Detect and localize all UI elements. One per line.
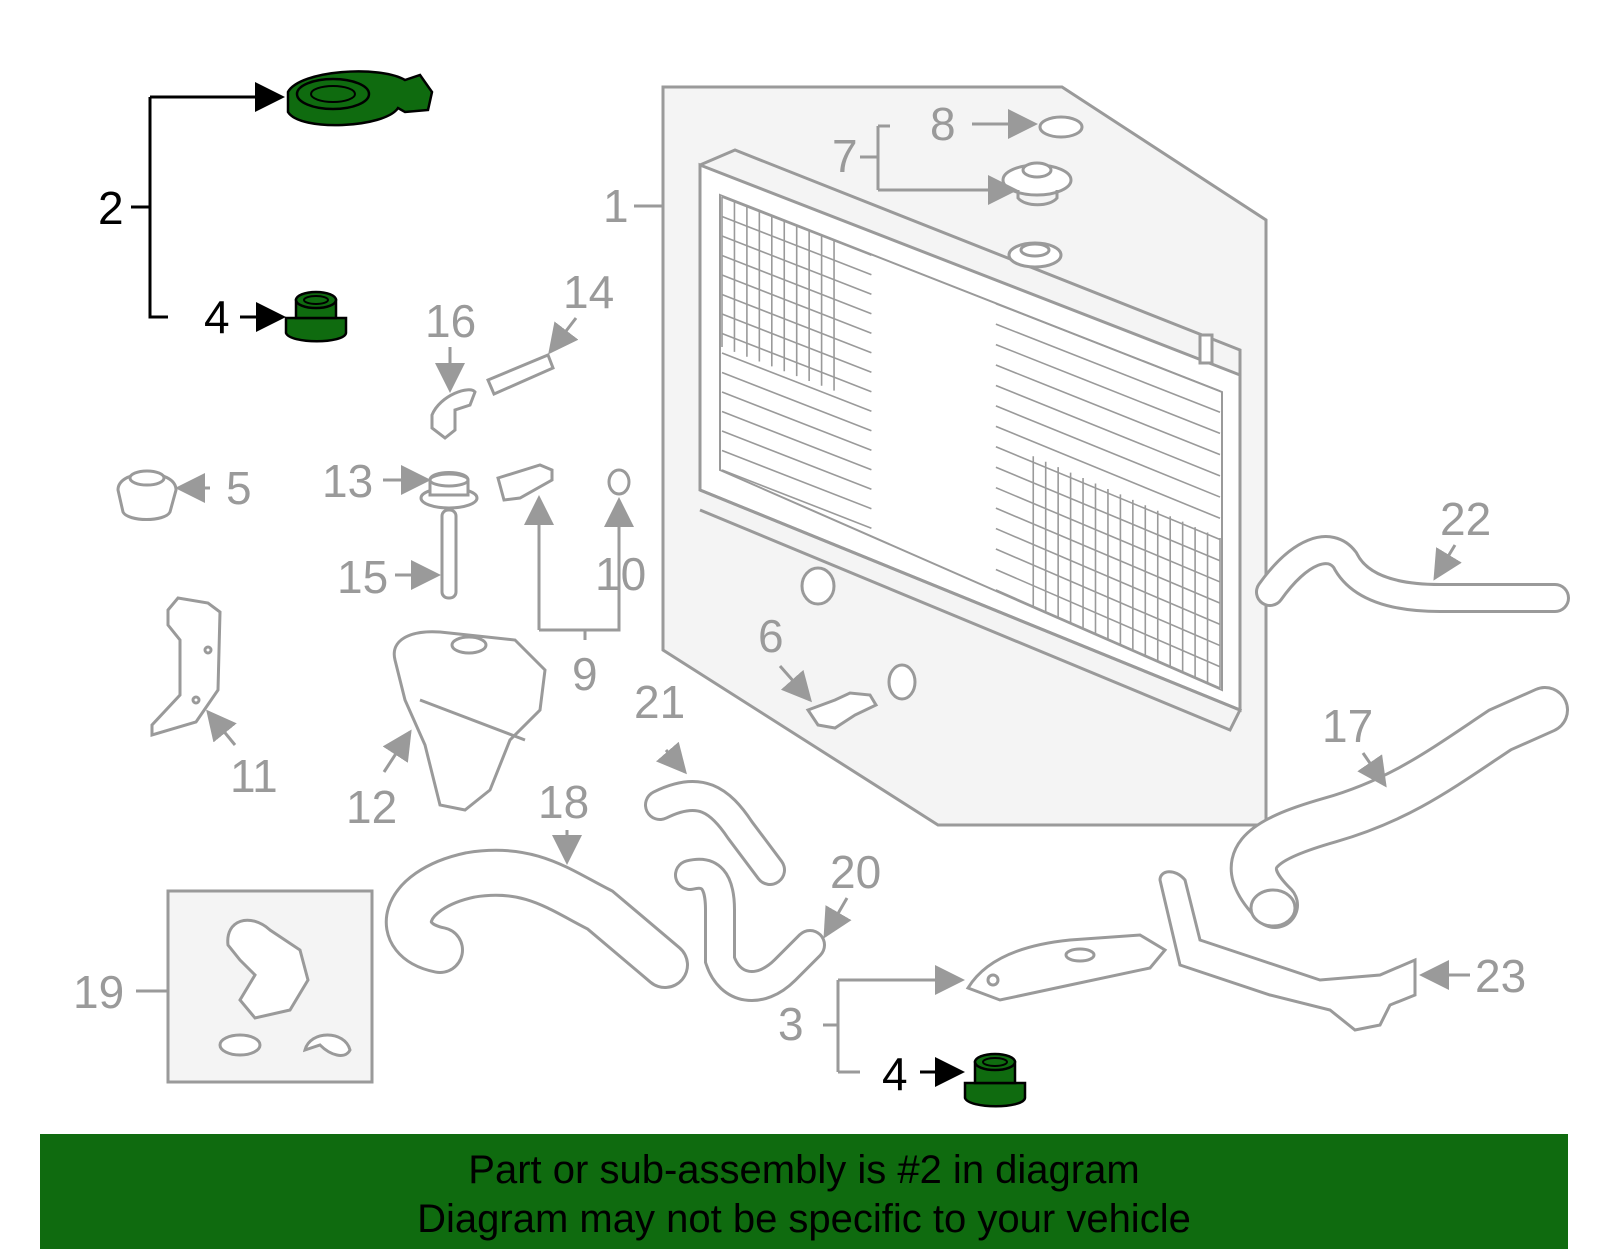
highlight-leader-lines xyxy=(131,82,965,1087)
part-16-fitting[interactable] xyxy=(430,388,477,440)
callout-8[interactable]: 8 xyxy=(930,98,956,150)
callout-11[interactable]: 11 xyxy=(230,750,278,802)
radiator-tube xyxy=(721,469,872,529)
radiator-tube xyxy=(995,302,1221,392)
radiator-tube xyxy=(995,425,1221,520)
radiator-tube xyxy=(721,293,872,354)
part-6-drain-plug[interactable] xyxy=(805,691,879,730)
radiator-tube xyxy=(721,391,872,451)
radiator-tube xyxy=(995,384,1221,477)
radiator-tube xyxy=(995,343,1221,435)
callout-22[interactable]: 22 xyxy=(1440,493,1491,545)
part-9-sensor[interactable] xyxy=(496,463,554,502)
part-19-box[interactable] xyxy=(166,889,374,1084)
callout-12[interactable]: 12 xyxy=(346,781,397,833)
radiator-tube xyxy=(721,352,872,412)
part-4-bushing-top[interactable] xyxy=(284,290,348,343)
part-7-radiator-cap[interactable] xyxy=(1001,161,1073,207)
radiator-tube xyxy=(721,215,872,276)
radiator-core-grid xyxy=(721,196,1221,689)
part-15-stick[interactable] xyxy=(440,508,458,600)
radiator-tube xyxy=(721,196,872,256)
radiator-tube xyxy=(721,371,872,432)
part-2-highlighted[interactable] xyxy=(286,70,434,127)
part-17-hose[interactable] xyxy=(1229,686,1569,929)
radiator-tube xyxy=(995,405,1221,498)
callout-labels: 1 2 3 4 4 5 6 7 8 9 10 11 12 13 14 15 16… xyxy=(73,98,1526,1100)
callout-21[interactable]: 21 xyxy=(634,676,685,728)
radiator-tube xyxy=(721,313,872,373)
radiator-tube xyxy=(721,430,872,490)
part-18-hose[interactable] xyxy=(384,848,689,989)
part-14-pipe[interactable] xyxy=(486,353,555,396)
radiator-tube xyxy=(995,364,1221,456)
callout-23[interactable]: 23 xyxy=(1475,950,1526,1002)
part-20-hose[interactable] xyxy=(674,857,826,1002)
callout-14[interactable]: 14 xyxy=(563,266,614,318)
radiator-tube xyxy=(721,332,872,393)
callout-4-bottom[interactable]: 4 xyxy=(882,1048,908,1100)
part-13-cap[interactable] xyxy=(419,471,479,510)
part-3-bracket[interactable] xyxy=(965,933,1168,1002)
callout-15[interactable]: 15 xyxy=(337,551,388,603)
leader-lines xyxy=(136,109,1470,1074)
banner-line-1: Part or sub-assembly is #2 in diagram xyxy=(468,1148,1140,1192)
callout-10[interactable]: 10 xyxy=(595,548,646,600)
info-banner: Part or sub-assembly is #2 in diagram Di… xyxy=(40,1134,1568,1249)
part-5-mount[interactable] xyxy=(116,469,178,521)
radiator-tube xyxy=(721,235,872,295)
part-22-hose[interactable] xyxy=(1255,535,1570,613)
radiator-tube xyxy=(995,568,1221,668)
radiator-tube xyxy=(995,466,1221,562)
banner-line-2: Diagram may not be specific to your vehi… xyxy=(417,1197,1191,1241)
callout-6[interactable]: 6 xyxy=(758,610,784,662)
part-23-pipe[interactable] xyxy=(1158,870,1417,1032)
part-11-bracket[interactable] xyxy=(150,596,222,738)
radiator-tube xyxy=(721,274,872,334)
part-8-seal[interactable] xyxy=(1038,115,1084,139)
part-10-oring[interactable] xyxy=(607,468,631,496)
callout-19[interactable]: 19 xyxy=(73,966,124,1018)
callout-17[interactable]: 17 xyxy=(1322,700,1373,752)
radiator-tube xyxy=(721,254,872,315)
radiator-tube xyxy=(995,548,1221,647)
radiator-tube xyxy=(721,410,872,471)
radiator-tube xyxy=(995,589,1221,689)
radiator-tube xyxy=(995,446,1221,541)
part-12-reservoir[interactable] xyxy=(392,630,547,812)
callout-13[interactable]: 13 xyxy=(322,455,373,507)
radiator-part[interactable] xyxy=(698,148,1243,732)
part-4-bushing-bottom[interactable] xyxy=(963,1052,1027,1108)
callout-4-top[interactable]: 4 xyxy=(204,291,230,343)
callout-9[interactable]: 9 xyxy=(572,648,598,700)
callout-5[interactable]: 5 xyxy=(226,462,252,514)
radiator-tube xyxy=(721,449,872,510)
callout-3[interactable]: 3 xyxy=(778,998,804,1050)
radiator-tube xyxy=(995,507,1221,604)
radiator-tube xyxy=(995,486,1221,583)
radiator-tube xyxy=(995,527,1221,626)
radiator-tube xyxy=(995,323,1221,413)
callout-2[interactable]: 2 xyxy=(98,182,124,234)
callout-18[interactable]: 18 xyxy=(538,776,589,828)
callout-1[interactable]: 1 xyxy=(603,180,629,232)
callout-20[interactable]: 20 xyxy=(830,846,881,898)
callout-7[interactable]: 7 xyxy=(832,130,858,182)
callout-16[interactable]: 16 xyxy=(425,295,476,347)
part-21-hose[interactable] xyxy=(644,780,786,886)
